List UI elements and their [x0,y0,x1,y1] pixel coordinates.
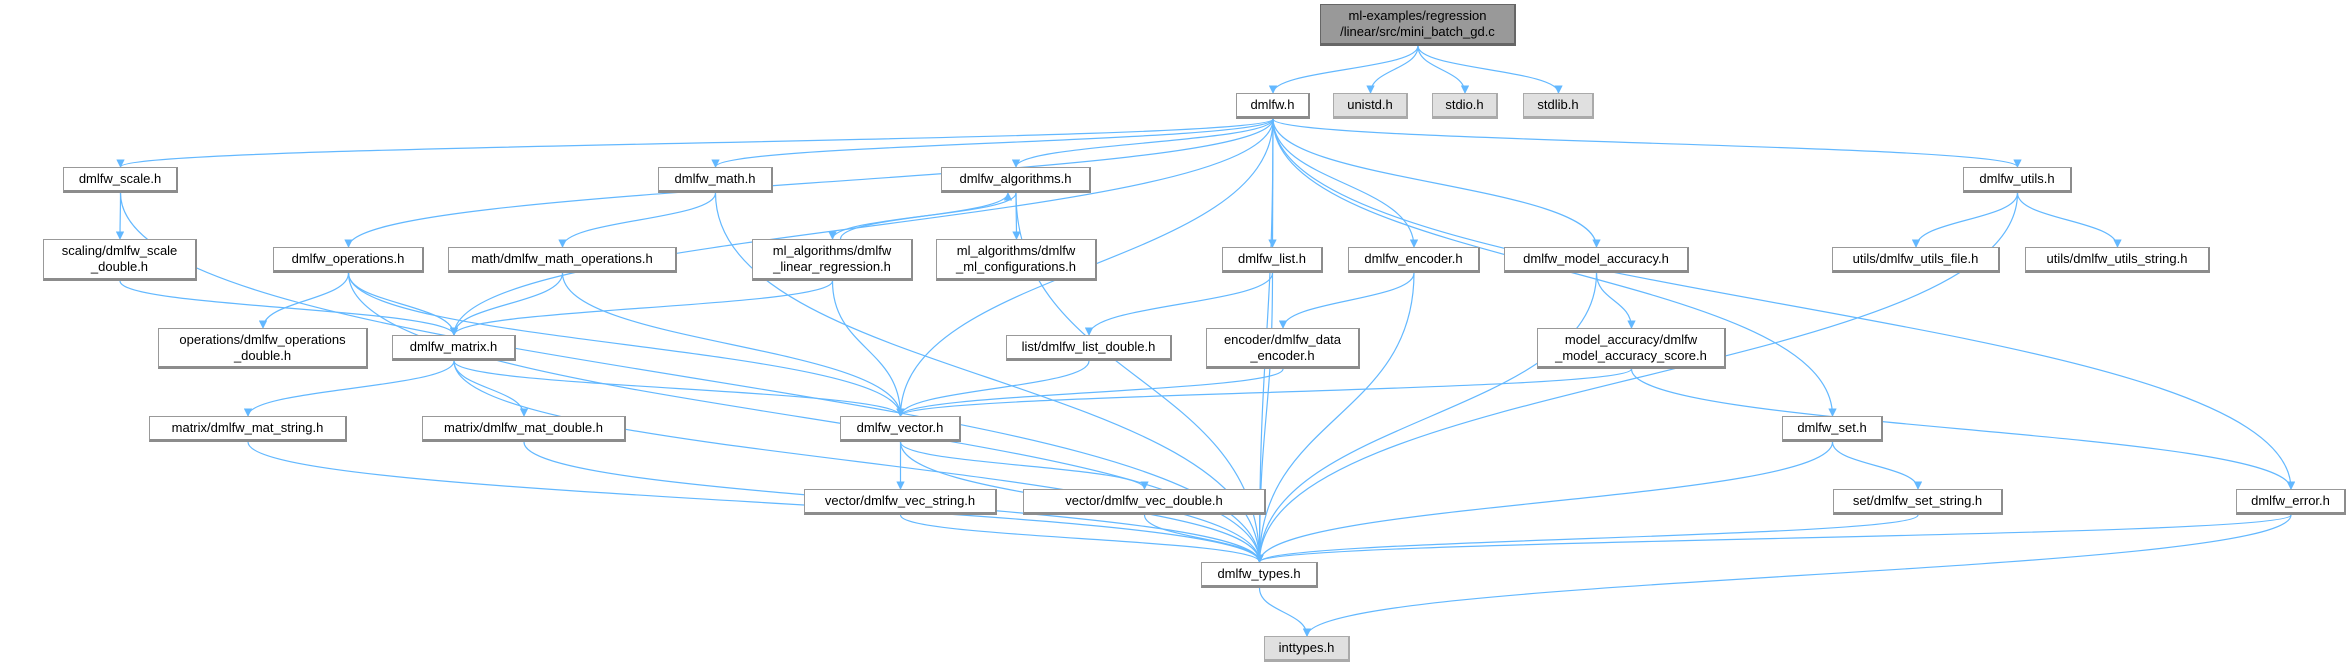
node-dmlfw-matrix-h[interactable]: dmlfw_matrix.h [392,335,516,361]
edge-root-to-dmlfw [1268,45,1419,94]
edge-matrix-to-types [453,360,1264,563]
edge-dmlfw-to-math [711,118,1274,168]
node-dmlfw-vector-h[interactable]: dmlfw_vector.h [840,416,961,442]
node-stdio-h: stdio.h [1432,93,1498,119]
node-dmlfw-types-h[interactable]: dmlfw_types.h [1201,562,1318,588]
edge-linear_regression-to-algorithms [839,192,1013,240]
edge-error-to-types [1255,514,2292,563]
edge-dmlfw-to-utils [1272,118,2022,168]
edge-math-to-math_operations [558,192,717,248]
edge-root-to-stdlib [1417,45,1563,94]
node-inttypes-h: inttypes.h [1264,636,1350,662]
edge-matrix-to-mat_double [453,360,529,417]
edge-set-to-set_string [1831,441,1923,490]
edge-scale-to-scale_double [115,192,125,240]
node-dmlfw-h[interactable]: dmlfw.h [1236,93,1310,119]
node-utils-file-h[interactable]: utils/dmlfw_utils_file.h [1832,247,2000,273]
node-dmlfw-model-accuracy-h[interactable]: dmlfw_model_accuracy.h [1504,247,1689,273]
edge-utils-to-utils_file [1911,192,2019,248]
edge-encoder-to-types [1255,272,1415,563]
edge-operations-to-vector [347,272,905,417]
edge-dmlfw-to-algorithms [1011,118,1274,168]
node-list-double-h[interactable]: list/dmlfw_list_double.h [1006,335,1172,361]
node-set-string-h[interactable]: set/dmlfw_set_string.h [1833,489,2003,515]
node-stdlib-h: stdlib.h [1523,93,1594,119]
edge-vec_double-to-types [1143,514,1264,563]
edge-dmlfw-to-model_accuracy [1272,118,1601,248]
node-linear-regression-h[interactable]: ml_algorithms/dmlfw _linear_regression.h [752,239,913,281]
edge-math_operations-to-matrix [449,272,564,336]
edge-vec_string-to-types [899,514,1264,563]
node-dmlfw-utils-h[interactable]: dmlfw_utils.h [1963,167,2072,193]
node-dmlfw-math-h[interactable]: dmlfw_math.h [658,167,773,193]
node-root-file[interactable]: ml-examples/regression /linear/src/mini_… [1320,4,1516,46]
edge-math_operations-to-vector [561,272,905,417]
node-model-accuracy-score-h[interactable]: model_accuracy/dmlfw _model_accuracy_sco… [1537,328,1726,369]
edge-linear_regression-to-matrix [449,280,834,336]
node-mat-double-h[interactable]: matrix/dmlfw_mat_double.h [422,416,626,442]
edge-accuracy_score-to-error [1630,368,2296,490]
node-dmlfw-error-h[interactable]: dmlfw_error.h [2236,489,2346,515]
node-dmlfw-set-h[interactable]: dmlfw_set.h [1782,416,1883,442]
edge-set_string-to-types [1255,514,1919,563]
edge-list_double-to-vector [896,360,1090,417]
edge-data_encoder-to-vector [896,368,1284,417]
edge-list-to-list_double [1084,272,1274,336]
edge-vector-to-vec_double [899,441,1149,490]
edge-accuracy_score-to-vector [896,368,1633,417]
edge-scale_double-to-matrix [119,280,459,336]
edge-dmlfw-to-scale [116,118,1274,168]
edge-model_accuracy-to-types [1255,272,1598,563]
node-scale-double-h[interactable]: scaling/dmlfw_scale _double.h [43,239,197,281]
node-vec-string-h[interactable]: vector/dmlfw_vec_string.h [804,489,997,515]
edge-mat_string-to-types [247,441,1264,563]
node-dmlfw-algorithms-h[interactable]: dmlfw_algorithms.h [941,167,1091,193]
node-ml-configurations-h[interactable]: ml_algorithms/dmlfw _ml_configurations.h [936,239,1097,281]
edge-list-to-types [1255,272,1274,563]
node-dmlfw-scale-h[interactable]: dmlfw_scale.h [63,167,178,193]
edge-root-to-stdio [1417,45,1470,94]
node-unistd-h: unistd.h [1333,93,1408,119]
node-dmlfw-list-h[interactable]: dmlfw_list.h [1222,247,1323,273]
edge-root-to-unistd [1366,45,1419,94]
edge-operations-to-operations_double [258,272,350,329]
edge-types-to-inttypes [1258,587,1312,637]
node-utils-string-h[interactable]: utils/dmlfw_utils_string.h [2025,247,2210,273]
edge-dmlfw-to-operations [344,118,1274,248]
edge-model_accuracy-to-accuracy_score [1595,272,1636,329]
edge-error-to-inttypes [1302,514,2292,637]
node-data-encoder-h[interactable]: encoder/dmlfw_data _encoder.h [1206,328,1360,369]
node-mat-string-h[interactable]: matrix/dmlfw_mat_string.h [149,416,347,442]
edge-dmlfw-to-matrix [449,118,1274,336]
edge-encoder-to-data_encoder [1278,272,1415,329]
node-math-operations-h[interactable]: math/dmlfw_math_operations.h [448,247,677,273]
node-vec-double-h[interactable]: vector/dmlfw_vec_double.h [1023,489,1266,515]
edge-utils-to-utils_string [2016,192,2122,248]
edge-dmlfw-to-error [1272,118,2296,490]
edge-matrix-to-mat_string [243,360,455,417]
edge-dmlfw-to-encoder [1272,118,1419,248]
node-dmlfw-operations-h[interactable]: dmlfw_operations.h [273,247,424,273]
edge-matrix-to-vector [453,360,905,417]
node-dmlfw-encoder-h[interactable]: dmlfw_encoder.h [1348,247,1480,273]
edge-linear_regression-to-vector [831,280,905,417]
node-operations-double-h[interactable]: operations/dmlfw_operations _double.h [158,328,368,369]
edge-set-to-types [1255,441,1834,563]
